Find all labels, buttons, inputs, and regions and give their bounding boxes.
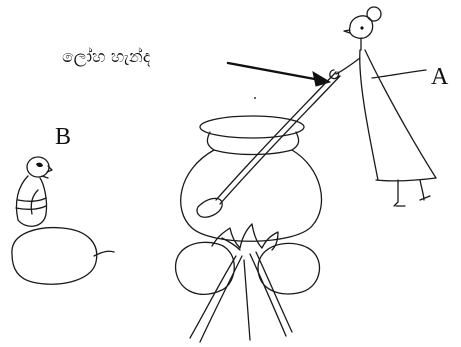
- pointer-arrow: [228, 63, 330, 86]
- person-b-figure: [12, 157, 114, 284]
- firewood: [190, 252, 292, 342]
- label-b: B: [55, 124, 71, 150]
- cooking-pot: [181, 116, 322, 241]
- metal-spoon: [197, 72, 340, 217]
- label-a: A: [431, 64, 449, 90]
- metal-spoon-label: ලෝහ හැන්ද: [62, 47, 151, 67]
- hearth-stones: [176, 242, 320, 294]
- person-a-figure: [330, 7, 436, 206]
